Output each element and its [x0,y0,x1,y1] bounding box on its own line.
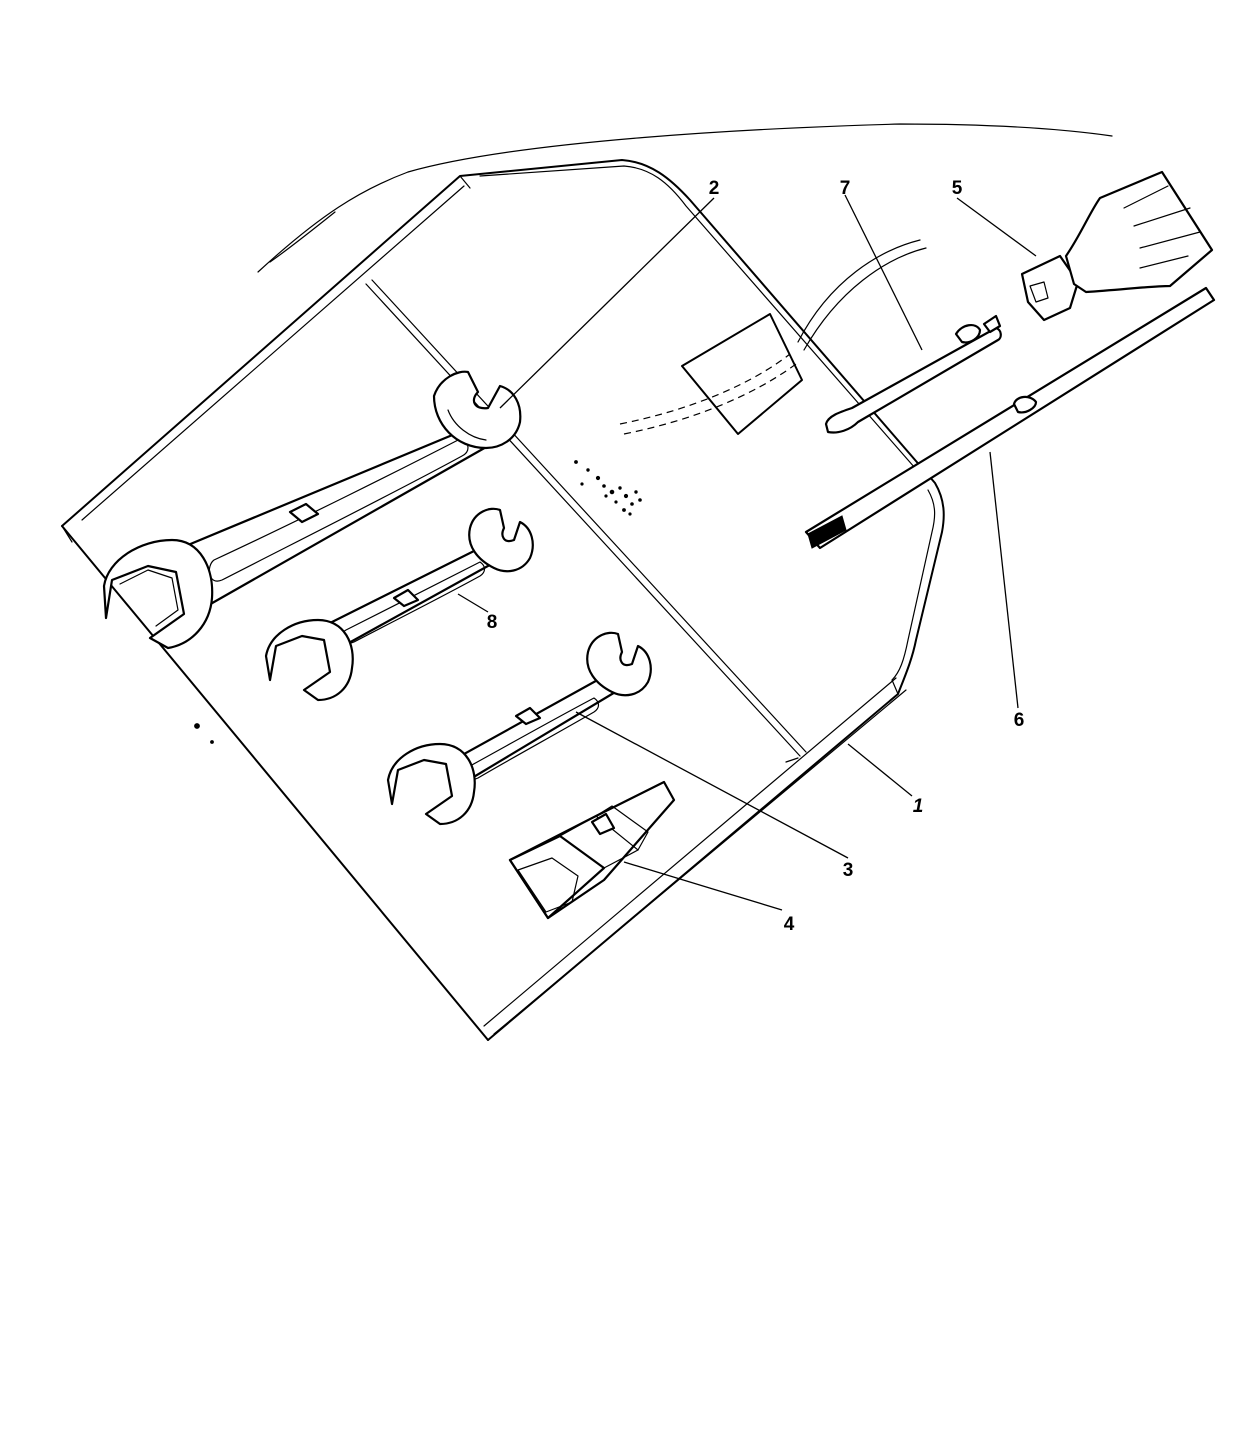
callout-3: 3 [843,860,854,881]
callout-5: 5 [952,178,963,199]
short-screwdriver [824,314,1002,434]
seat-outline [257,123,1113,273]
callout-7: 7 [840,178,851,199]
screwdriver-blade [804,286,1216,550]
screwdriver-handle [1020,170,1214,322]
tool-roll-bag [61,159,945,1041]
small-wrench [386,631,652,826]
leader-lines [457,194,1037,911]
speckle-marks [194,460,642,744]
large-wrench [102,370,522,650]
callout-4: 4 [784,914,795,935]
box-spanner [508,780,676,920]
callout-6: 6 [1014,710,1025,731]
callout-1: 1 [913,796,924,817]
medium-wrench [264,507,534,702]
callout-labels: 2 7 5 8 6 1 3 4 [487,178,1025,935]
callout-8: 8 [487,612,498,633]
callout-2: 2 [709,178,720,199]
